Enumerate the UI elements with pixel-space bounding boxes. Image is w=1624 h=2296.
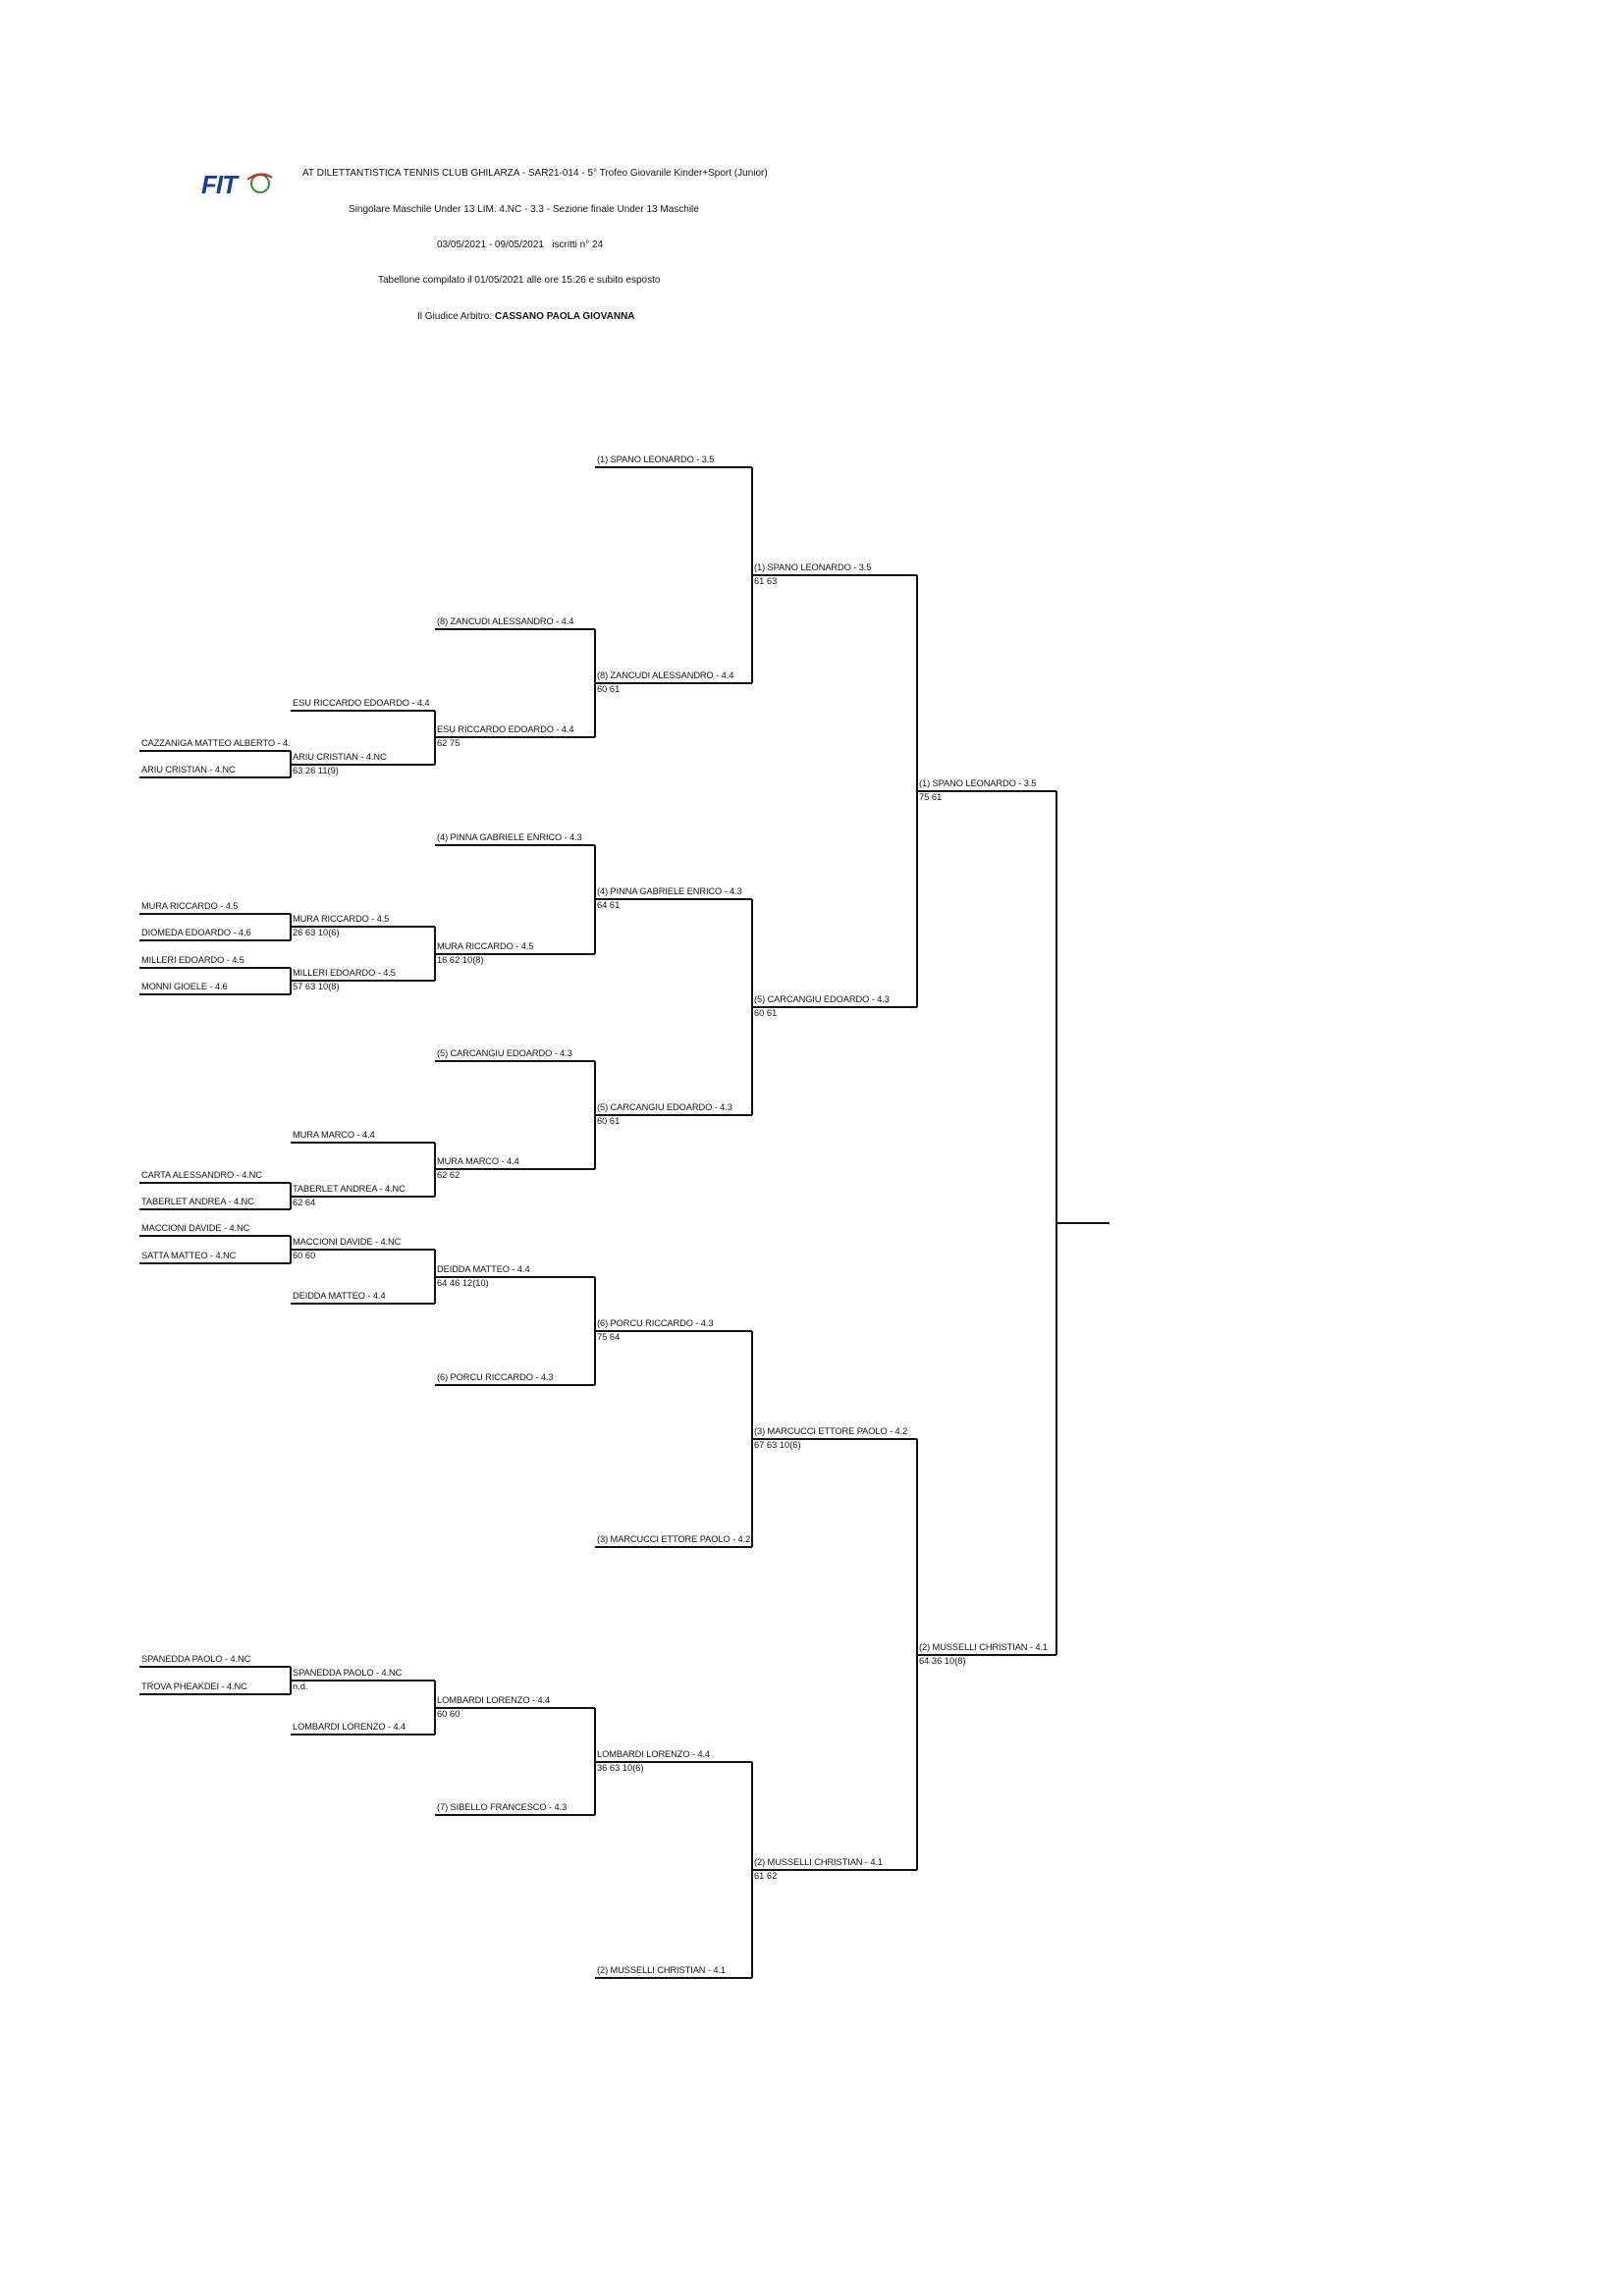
r3-score-4: 64 46 12(10)	[437, 1278, 489, 1288]
r6-score-1: 75 61	[919, 792, 943, 802]
r2-score-6: n.d.	[293, 1682, 308, 1691]
r3-score-3: 62 62	[437, 1170, 460, 1180]
r3-slot-10: (7) SIBELLO FRANCESCO - 4.3	[437, 1802, 568, 1812]
r4-slot-6: (3) MARCUCCI ETTORE PAOLO - 4.2	[597, 1534, 751, 1544]
r4-score-4: 75 64	[597, 1332, 621, 1342]
r4-slot-4: (5) CARCANGIU EDOARDO - 4.3	[597, 1102, 732, 1112]
fit-logo: FIT	[201, 168, 278, 201]
r3-slot-1: (8) ZANCUDI ALESSANDRO - 4.4	[437, 616, 574, 626]
r3-score-5: 60 60	[437, 1709, 460, 1719]
r3-slot-9: LOMBARDI LORENZO - 4.4	[437, 1695, 551, 1705]
tournament-title: AT DILETTANTISTICA TENNIS CLUB GHILARZA …	[302, 168, 768, 179]
r3-slot-8: (6) PORCU RICCARDO - 4.3	[437, 1372, 554, 1382]
r2-score-3: 57 63 10(8)	[293, 982, 340, 991]
r1-slot-5: MILLERI EDOARDO - 4.5	[141, 955, 244, 965]
r5-slot-1: (1) SPANO LEONARDO - 3.5	[754, 562, 872, 572]
r1-slot-11: SPANEDDA PAOLO - 4.NC	[141, 1654, 251, 1664]
judge-line: Il Giudice Arbitro: CASSANO PAOLA GIOVAN…	[417, 311, 635, 322]
r2-slot-8: DEIDDA MATTEO - 4.4	[293, 1291, 386, 1301]
r3-score-2: 16 62 10(8)	[437, 955, 484, 965]
r5-slot-2: (5) CARCANGIU EDOARDO - 4.3	[754, 994, 890, 1004]
r1-slot-10: SATTA MATTEO - 4.NC	[141, 1251, 237, 1260]
r1-slot-2: ARIU CRISTIAN - 4.NC	[141, 765, 236, 774]
compiled-note: Tabellone compilato il 01/05/2021 alle o…	[378, 275, 661, 286]
r4-slot-3: (4) PINNA GABRIELE ENRICO - 4.3	[597, 886, 742, 896]
r2-score-5: 60 60	[293, 1251, 316, 1260]
r2-slot-10: LOMBARDI LORENZO - 4.4	[293, 1722, 406, 1732]
r1-slot-8: TABERLET ANDREA - 4.NC	[141, 1197, 254, 1206]
r4-slot-5: (6) PORCU RICCARDO - 4.3	[597, 1318, 714, 1328]
r5-score-3: 67 63 10(6)	[754, 1440, 801, 1450]
r3-slot-7: DEIDDA MATTEO - 4.4	[437, 1264, 530, 1274]
r2-slot-2: ARIU CRISTIAN - 4.NC	[293, 752, 387, 762]
r5-slot-4: (2) MUSSELLI CHRISTIAN - 4.1	[754, 1857, 884, 1867]
r5-score-4: 61 62	[754, 1871, 778, 1881]
r4-slot-7: LOMBARDI LORENZO - 4.4	[597, 1749, 711, 1759]
judge-name: CASSANO PAOLA GIOVANNA	[494, 311, 635, 322]
r4-score-5: 36 63 10(6)	[597, 1763, 644, 1773]
r2-slot-7: MACCIONI DAVIDE - 4.NC	[293, 1237, 402, 1247]
event-subtitle: Singolare Maschile Under 13 LIM. 4.NC - …	[349, 204, 699, 215]
judge-prefix: Il Giudice Arbitro:	[417, 311, 495, 322]
r5-score-2: 60 61	[754, 1008, 778, 1018]
r3-score-1: 62 75	[437, 738, 460, 748]
r3-slot-5: (5) CARCANGIU EDOARDO - 4.3	[437, 1048, 572, 1058]
r3-slot-4: MURA RICCARDO - 4.5	[437, 941, 534, 951]
r1-slot-7: CARTA ALESSANDRO - 4.NC	[141, 1170, 262, 1180]
r2-slot-5: MURA MARCO - 4.4	[293, 1130, 375, 1140]
tennis-ball-swoosh-icon	[246, 173, 273, 193]
r4-score-2: 64 61	[597, 900, 621, 910]
r3-slot-6: MURA MARCO - 4.4	[437, 1156, 519, 1166]
r6-slot-2: (2) MUSSELLI CHRISTIAN - 4.1	[919, 1642, 1049, 1652]
r1-slot-1: CAZZANIGA MATTEO ALBERTO - 4.	[141, 738, 291, 748]
r4-score-1: 60 61	[597, 684, 621, 694]
r1-slot-4: DIOMEDA EDOARDO - 4.6	[141, 928, 251, 937]
dates-text: 03/05/2021 - 09/05/2021	[437, 240, 544, 250]
r5-slot-3: (3) MARCUCCI ETTORE PAOLO - 4.2	[754, 1426, 908, 1436]
r3-slot-3: (4) PINNA GABRIELE ENRICO - 4.3	[437, 832, 582, 842]
event-dates: 03/05/2021 - 09/05/2021 iscritti n° 24	[437, 240, 603, 250]
r4-slot-8: (2) MUSSELLI CHRISTIAN - 4.1	[597, 1965, 727, 1975]
r6-slot-1: (1) SPANO LEONARDO - 3.5	[919, 778, 1037, 788]
r2-slot-9: SPANEDDA PAOLO - 4.NC	[293, 1668, 403, 1678]
r4-slot-2: (8) ZANCUDI ALESSANDRO - 4.4	[597, 670, 734, 680]
r3-slot-2: ESU RICCARDO EDOARDO - 4.4	[437, 724, 574, 734]
r1-slot-9: MACCIONI DAVIDE - 4.NC	[141, 1223, 250, 1233]
r2-score-2: 26 63 10(6)	[293, 928, 340, 937]
iscritti-text: iscritti n° 24	[552, 240, 604, 250]
r2-score-1: 63 26 11(9)	[293, 766, 339, 775]
r2-slot-6: TABERLET ANDREA - 4.NC	[293, 1184, 406, 1194]
r1-slot-12: TROVA PHEAKDEI - 4.NC	[141, 1682, 247, 1691]
r6-score-2: 64 36 10(8)	[919, 1656, 966, 1666]
r2-slot-4: MILLERI EDOARDO - 4.5	[293, 968, 396, 978]
r4-score-3: 60 61	[597, 1116, 621, 1126]
r1-slot-3: MURA RICCARDO - 4.5	[141, 901, 239, 911]
r2-score-4: 62 64	[293, 1198, 316, 1207]
r2-slot-3: MURA RICCARDO - 4.5	[293, 914, 390, 924]
r2-slot-1: ESU RICCARDO EDOARDO - 4.4	[293, 698, 430, 708]
r5-score-1: 61 63	[754, 576, 778, 586]
fit-logo-text: FIT	[201, 170, 238, 199]
r4-slot-1: (1) SPANO LEONARDO - 3.5	[597, 454, 715, 464]
r1-slot-6: MONNI GIOELE - 4.6	[141, 982, 228, 991]
